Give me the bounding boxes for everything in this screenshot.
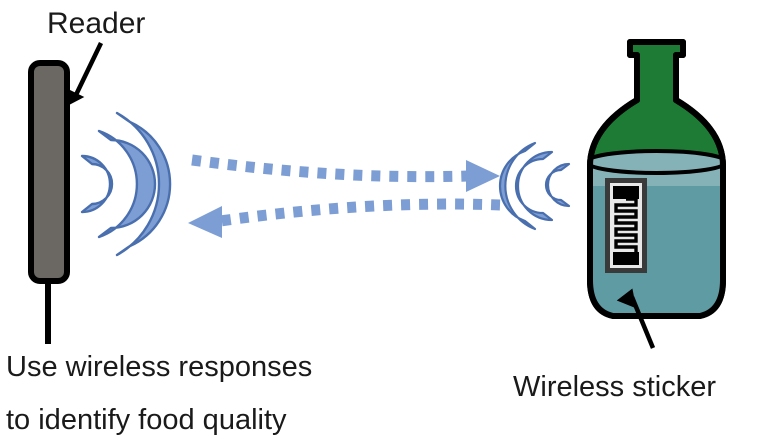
reverse-dotted-arrow [188, 198, 501, 238]
tag-wave-arc-1 [544, 162, 571, 208]
sticker-pad-top [613, 186, 639, 199]
reverse-dotted-line [219, 198, 501, 227]
forward-dotted-arrow [191, 154, 500, 192]
forward-dotted-line [191, 154, 469, 183]
reader-wave-arc-3 [115, 111, 172, 257]
reader-callout-arrow [67, 42, 104, 106]
caption-line-2: to identify food quality [6, 404, 287, 436]
reader-wave-arc-2 [97, 129, 157, 239]
tag-wave-arc-2 [514, 150, 554, 222]
sticker-label: Wireless sticker [513, 371, 716, 403]
caption-line-1: Use wireless responses [6, 351, 312, 383]
bottle-outline [587, 39, 726, 319]
wireless-sticker-tag [605, 178, 647, 273]
reader-radio-waves [80, 111, 172, 257]
reader-antenna-group [28, 60, 70, 344]
tag-wave-arc-3 [498, 141, 537, 231]
forward-arrowhead [466, 160, 500, 192]
tag-radio-waves [498, 141, 571, 231]
sticker-meander-antenna [614, 197, 638, 252]
reader-label: Reader [47, 7, 145, 40]
reverse-arrowhead [188, 206, 222, 238]
reader-antenna-bar [28, 60, 70, 284]
sticker-pad-bottom [613, 252, 639, 265]
reader-wave-arc-1 [80, 154, 114, 214]
sticker-callout-arrow [616, 288, 656, 349]
bottle-liquid-surface [590, 149, 723, 175]
